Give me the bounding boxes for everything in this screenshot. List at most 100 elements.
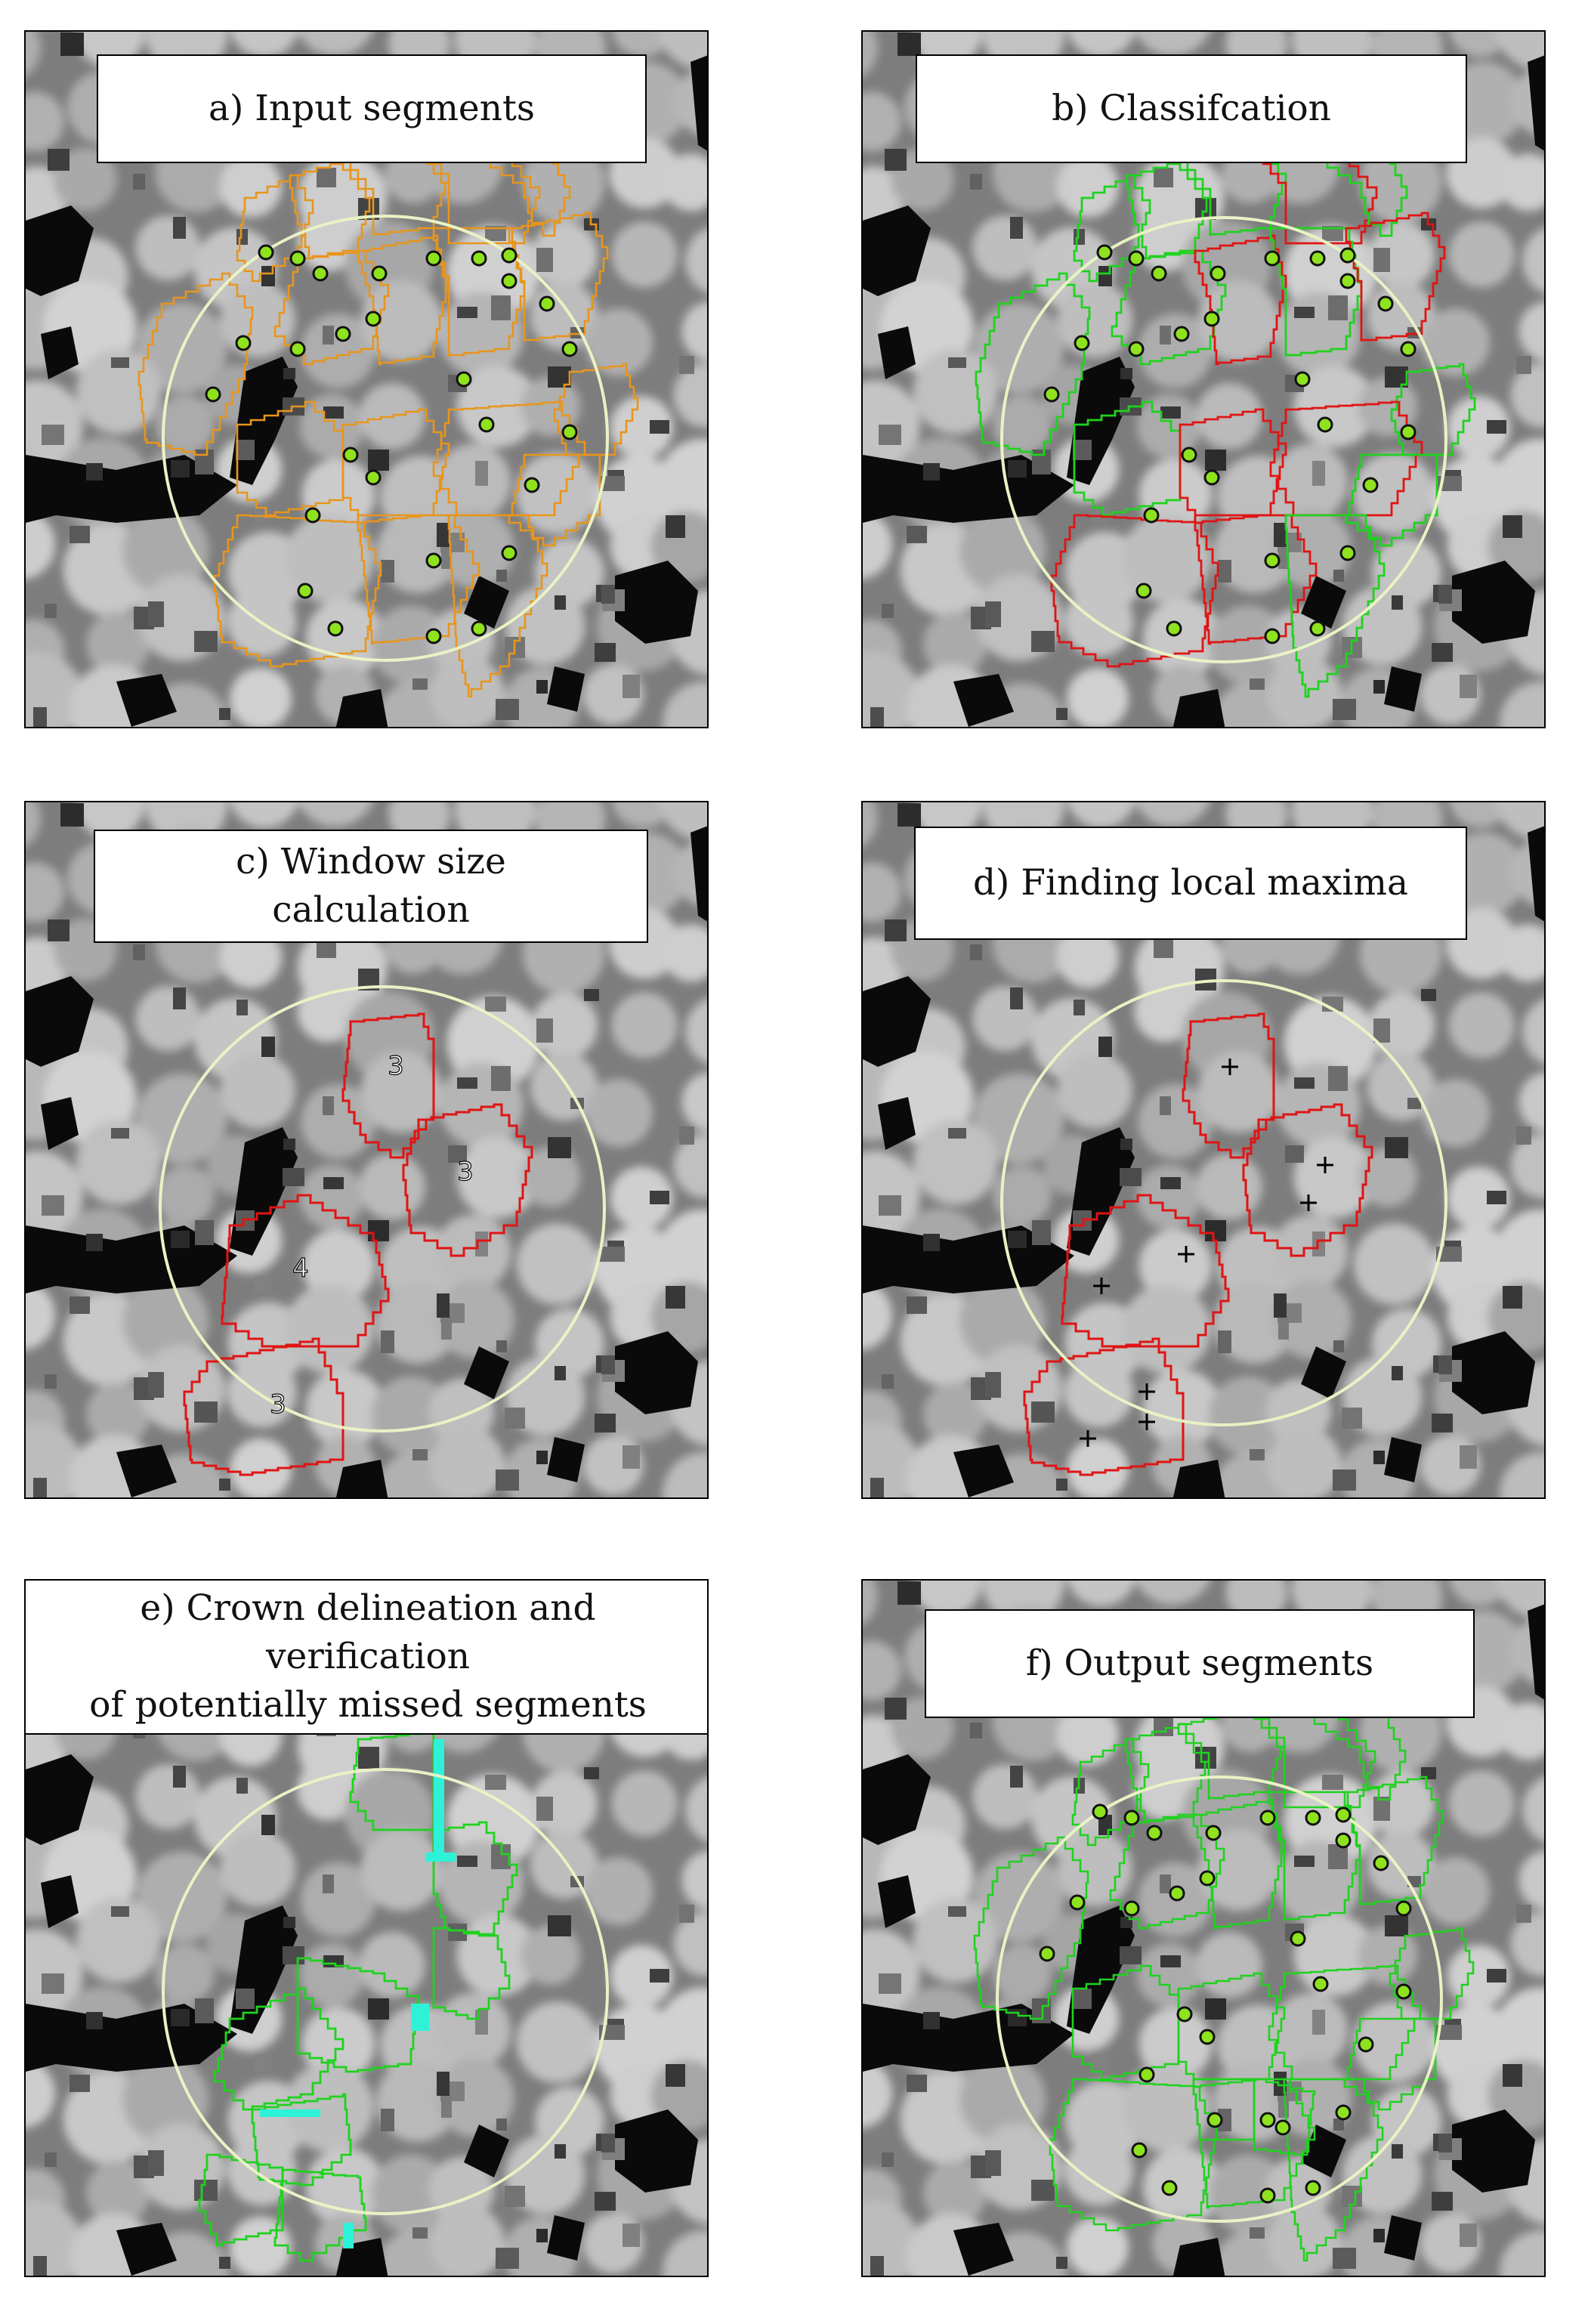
delineated-crown (349, 1732, 435, 1831)
window-size-label: 4 (292, 1253, 309, 1284)
output-segment (1192, 2078, 1256, 2141)
local-maxima-markers (1080, 1058, 1333, 1447)
treetop-dot (501, 247, 517, 264)
treetop-markers (1043, 244, 1417, 644)
local-maximum-plus (1222, 1058, 1238, 1075)
treetop-dot (1358, 2036, 1374, 2053)
panel-e-title-text: e) Crown delineation and verification of… (89, 1587, 647, 1726)
treetop-dot (1199, 1870, 1216, 1887)
undersegmented-segment (1061, 1194, 1230, 1348)
missed-pixel-strip (411, 2004, 429, 2031)
treetop-dot (1096, 244, 1113, 261)
correct-segment (1269, 227, 1363, 357)
treetop-dot (1169, 1885, 1185, 1902)
input-segment (236, 400, 344, 517)
undersegmented-segment (183, 1337, 344, 1476)
treetop-dot (235, 335, 252, 351)
panel-b-classification: b) Classifcation (861, 30, 1546, 728)
treetop-dot (1206, 2112, 1223, 2128)
treetop-dot (1203, 469, 1220, 486)
treetop-dot (327, 620, 344, 637)
treetop-dot (1203, 311, 1220, 327)
treetop-dot (1400, 424, 1417, 440)
input-segment (508, 453, 601, 547)
undersegmented-segment (1242, 1103, 1373, 1257)
treetop-dot (1259, 2187, 1276, 2204)
undersegmented-segments (1023, 1012, 1373, 1476)
treetop-dot (1074, 335, 1090, 351)
treetop-dot (1362, 477, 1379, 493)
delineated-crown (198, 2153, 284, 2247)
treetop-dot (205, 386, 221, 403)
treetop-markers (1039, 1803, 1412, 2204)
treetop-dot (1335, 2104, 1352, 2121)
treetop-dot (1166, 620, 1182, 637)
undersegmented-segment (402, 1103, 533, 1257)
undersegmented-segment (1269, 400, 1423, 517)
treetop-dot (1395, 1900, 1412, 1917)
treetop-dot (297, 583, 314, 599)
missed-pixel-strip (434, 1739, 444, 1860)
panel-d-title: d) Finding local maxima (914, 827, 1467, 940)
treetop-dot (304, 507, 321, 524)
output-segment (1268, 1791, 1361, 1921)
output-segment (1253, 2078, 1316, 2156)
input-segment (341, 408, 450, 524)
local-maximum-plus (1080, 1430, 1096, 1447)
search-circle (1000, 979, 1447, 1426)
local-maximum-plus (1093, 1278, 1110, 1294)
delineated-crown (296, 1957, 420, 2073)
treetop-dot (1309, 620, 1326, 637)
treetop-dot (1339, 545, 1356, 561)
treetop-dot (1199, 2029, 1216, 2045)
panel-b-title-text: b) Classifcation (1052, 88, 1331, 129)
local-maximum-plus (1138, 1383, 1155, 1400)
panel-a-title: a) Input segments (97, 54, 647, 163)
treetop-dot (501, 545, 517, 561)
output-segment (1071, 1964, 1180, 2081)
treetop-dot (365, 469, 382, 486)
treetop-dot (1039, 1945, 1055, 1962)
input-segment (447, 514, 548, 698)
treetop-dot (1146, 1825, 1163, 1841)
window-size-label: 3 (270, 1389, 286, 1420)
treetop-dot (1143, 507, 1160, 524)
output-segment (1049, 2078, 1218, 2232)
panel-e-image (26, 1581, 709, 2277)
treetop-dot (1123, 1809, 1140, 1826)
treetop-dot (1151, 265, 1167, 282)
missed-pixel-strip (343, 2223, 354, 2248)
undersegmented-segment (1345, 212, 1446, 341)
panel-a-image (26, 32, 709, 728)
panel-f-title: f) Output segments (925, 1609, 1475, 1718)
undersegmented-segment (1050, 514, 1219, 668)
treetop-dot (1264, 250, 1281, 267)
treetop-dot (289, 250, 306, 267)
delineated-crown (432, 1927, 511, 2020)
treetop-dot (1123, 1900, 1140, 1917)
treetop-dot (1312, 1976, 1329, 1992)
treetop-dot (471, 250, 487, 267)
treetop-dot (524, 477, 540, 493)
treetop-dot (1128, 341, 1145, 357)
treetop-dot (1135, 583, 1152, 599)
treetop-dot (471, 620, 487, 637)
treetop-dot (1377, 295, 1394, 312)
treetop-dot (1335, 1832, 1352, 1849)
treetop-dot (289, 341, 306, 357)
treetop-dot (1259, 2112, 1276, 2128)
panel-f-image (863, 1581, 1546, 2277)
local-maximum-plus (1138, 1414, 1155, 1430)
treetop-dot (1264, 628, 1281, 644)
treetop-dot (425, 552, 442, 569)
treetop-dot (561, 341, 578, 357)
treetop-dot (1294, 371, 1311, 388)
treetop-dot (1259, 1809, 1276, 1826)
window-size-label: 3 (388, 1051, 404, 1081)
panel-c-title: c) Window size calculation (94, 830, 648, 943)
panel-b-image (863, 32, 1546, 728)
treetop-dot (456, 371, 472, 388)
treetop-dot (1274, 2119, 1291, 2136)
